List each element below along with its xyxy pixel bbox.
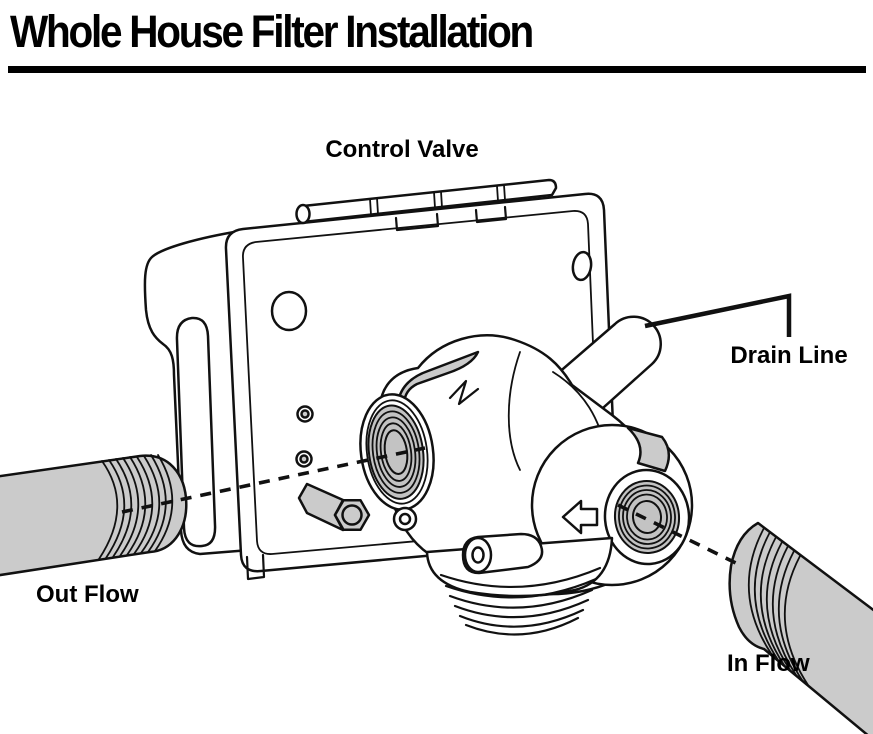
plate-slot (175, 316, 217, 548)
inlet-port-bore (631, 500, 663, 534)
side-boss-hole (471, 546, 485, 564)
tube-tab-left (394, 212, 440, 232)
screw-boss-upper (296, 405, 314, 423)
top-hinge-tube (295, 178, 558, 232)
outlet-thread-ring (379, 422, 413, 482)
plate-bottom-notch (245, 553, 266, 581)
inlet-thread-ring (618, 484, 676, 550)
tube-end-cap (295, 203, 311, 225)
drain-line-leader (644, 293, 792, 337)
outlet-thread-ring (375, 416, 417, 488)
in-flow-pipe (728, 521, 873, 734)
tube-body (301, 178, 558, 224)
hex-plug (297, 482, 371, 532)
screw-boss-lower (295, 450, 313, 468)
in-flow-pipe-body (728, 521, 873, 734)
valve-seam-left (507, 351, 521, 471)
tube-segment-lines (369, 184, 506, 216)
outlet-port-bore (383, 429, 409, 475)
bottom-threads (439, 566, 602, 636)
out-flow-pipe (0, 454, 188, 577)
outlet-port (359, 393, 435, 511)
outlet-port-ring (365, 399, 429, 505)
inlet-thread-ring (622, 489, 672, 545)
front-boss-hole (398, 512, 412, 526)
page-title: Whole House Filter Installation (10, 6, 534, 57)
inlet-alignment-dashes (617, 503, 743, 568)
front-boss (392, 506, 418, 532)
in-flow-pipe-threads (747, 527, 809, 686)
clamp-knob (626, 426, 671, 473)
tube-tab-right (474, 205, 508, 224)
inlet-thread-ring (626, 493, 668, 541)
out-flow-label: Out Flow (36, 581, 139, 608)
in-flow-label: In Flow (727, 650, 810, 677)
valve-zigzag-detail (448, 379, 480, 406)
hex-plug-face-circle (341, 504, 363, 526)
side-boss (461, 532, 544, 575)
plate-hole-large (270, 290, 308, 332)
control-valve-label: Control Valve (325, 136, 478, 163)
clamp-strip (396, 350, 480, 405)
title-rule (8, 66, 866, 73)
plate-hole-small (571, 250, 593, 282)
drain-line-label: Drain Line (730, 342, 847, 369)
flow-direction-arrow (561, 499, 599, 535)
